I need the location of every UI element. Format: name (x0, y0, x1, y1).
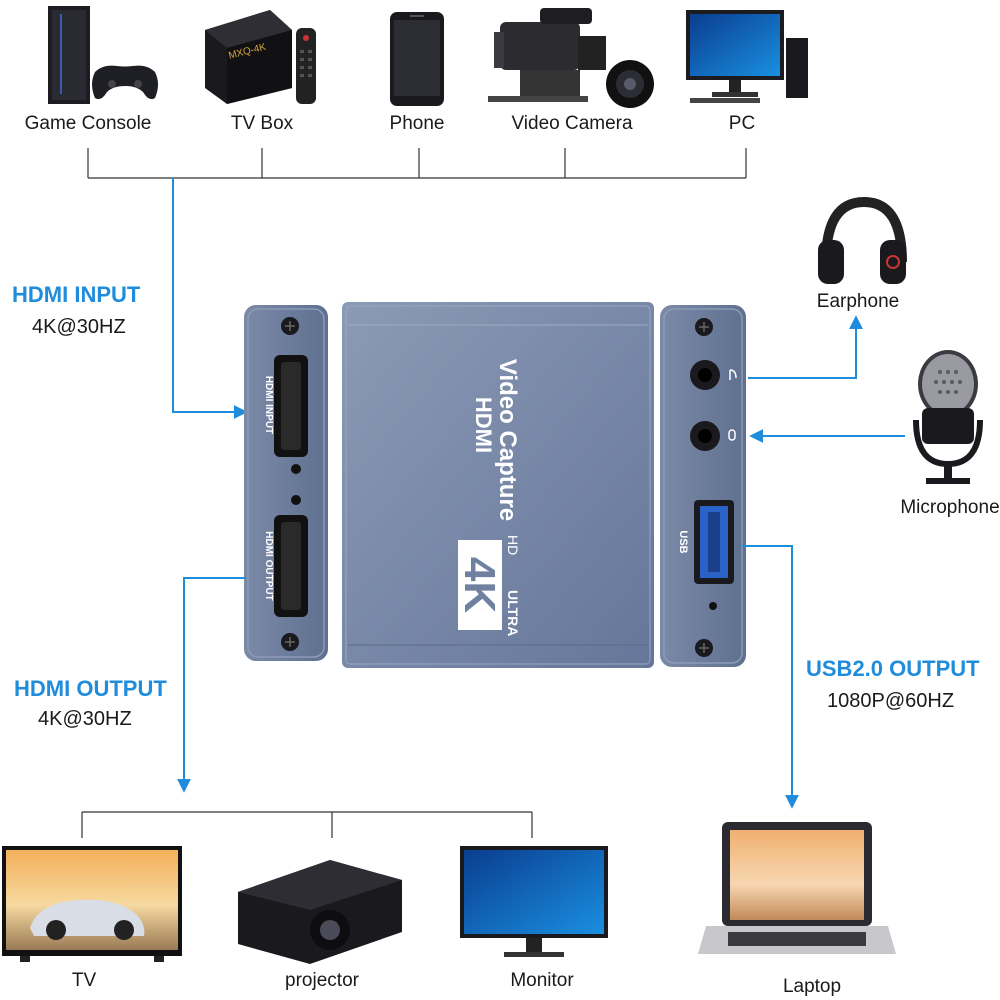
phone-icon (390, 12, 444, 106)
badge-4k-text: 4K (455, 557, 504, 613)
label-tv: TV (71, 970, 97, 991)
label-pc: PC (728, 113, 756, 134)
pc-icon (686, 10, 808, 103)
tv-icon (2, 846, 182, 962)
label-earphone: Earphone (816, 291, 900, 312)
usb-output-title: USB2.0 OUTPUT (806, 656, 980, 681)
tv-box-icon: MXQ-4K (205, 10, 316, 104)
earphone-arrow (748, 315, 863, 379)
hdmi-input-spec: 4K@30HZ (32, 316, 126, 338)
badge-4k (458, 540, 502, 630)
hdmi-input-title: HDMI INPUT (12, 282, 141, 307)
display-bracket (81, 811, 533, 838)
usb-output-arrow (742, 545, 799, 809)
hdmi-output-arrow (177, 577, 246, 793)
port-label-usb: USB (677, 530, 689, 553)
label-monitor: Monitor (510, 970, 574, 991)
label-video-camera: Video Camera (511, 113, 633, 134)
earphone-icon (818, 196, 907, 284)
label-game-console: Game Console (24, 113, 152, 134)
capture-device-body (342, 302, 654, 668)
source-bracket (87, 148, 747, 179)
hdmi-input-arrow (172, 178, 248, 419)
label-projector: projector (285, 970, 359, 991)
label-phone: Phone (389, 113, 445, 134)
port-label-hdmi-input: HDMI INPUT (263, 376, 274, 434)
label-microphone: Microphone (900, 497, 1000, 518)
badge-hd: HD (505, 535, 521, 555)
monitor-icon (460, 846, 608, 957)
usb-audio-panel (660, 305, 746, 667)
hdmi-output-title: HDMI OUTPUT (14, 676, 167, 701)
label-laptop: Laptop (782, 976, 842, 997)
brand-video-capture: Video Capture (494, 359, 521, 521)
port-label-hdmi-output: HDMI OUTPUT (263, 531, 274, 600)
laptop-icon (698, 822, 896, 954)
game-console-icon (48, 6, 158, 104)
badge-ultra: ULTRA (505, 590, 521, 636)
usb-output-spec: 1080P@60HZ (827, 690, 955, 712)
hdmi-output-spec: 4K@30HZ (38, 708, 132, 730)
projector-icon (238, 860, 402, 964)
brand-hdmi: HDMI (471, 397, 496, 453)
hdmi-port-panel (244, 305, 328, 661)
label-tv-box: TV Box (230, 113, 294, 134)
video-camera-icon (488, 8, 654, 108)
microphone-icon (913, 350, 983, 484)
